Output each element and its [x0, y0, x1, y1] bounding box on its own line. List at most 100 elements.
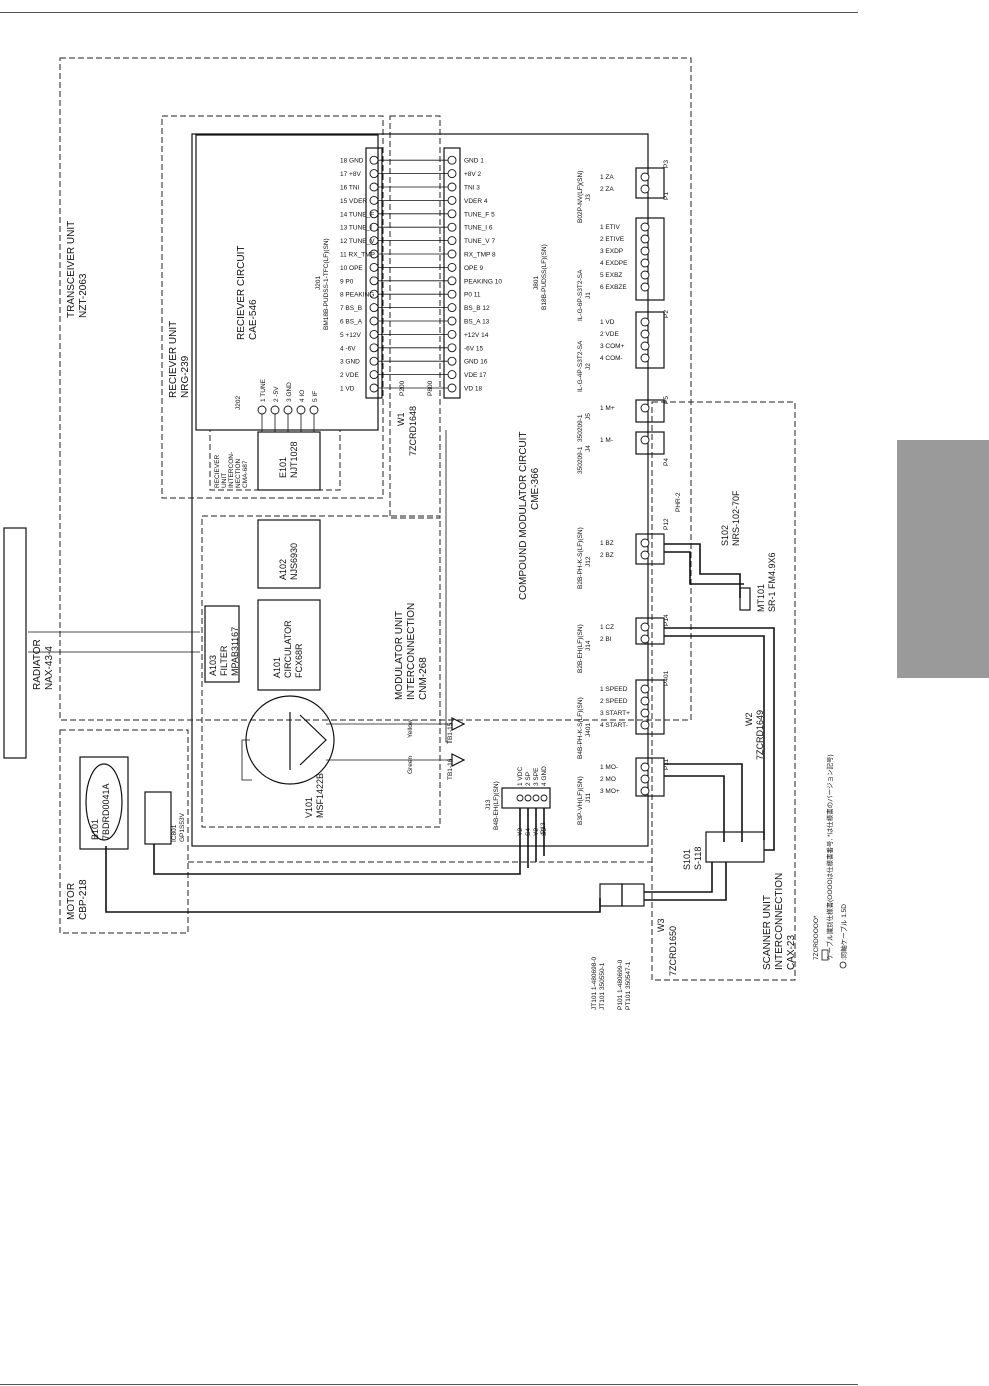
- e101-ref: E101: [278, 457, 288, 478]
- j12-model: B2B-PH-K-S(LF)(SN): [577, 527, 584, 589]
- mt101-box: [739, 587, 751, 611]
- j201-pin: [369, 356, 379, 366]
- j13-wire-tag: S3: [541, 828, 548, 836]
- section-tab: [897, 440, 989, 678]
- j202-pin-label: 1 TUNE: [260, 378, 267, 402]
- j5-box: [635, 399, 665, 423]
- plug-label: PHR-2: [675, 492, 682, 512]
- jt101b-label: JT101 350550-1: [599, 962, 606, 1010]
- j12-pin: [640, 538, 650, 548]
- j201-pin-label: 17 +8V: [340, 171, 361, 178]
- j2-pin-label: 1 VD: [600, 319, 615, 326]
- a103-ref: A103: [208, 655, 218, 676]
- ic801-model: GP1S53V: [179, 812, 186, 842]
- j202-ref: J202: [235, 396, 242, 410]
- b101-ellipse: [85, 763, 123, 841]
- j801-pin-label: -6V 15: [464, 345, 484, 352]
- tb1-15-arrow: [451, 717, 466, 731]
- legend-line-2: ケーブル識別仕様書(OOOOは仕様書番号, *は仕様書のバージョン記号): [825, 754, 834, 960]
- jt101-box: [599, 883, 623, 907]
- j201-pin-label: 10 OPE: [340, 265, 363, 272]
- a103-name: FILTER: [219, 645, 229, 676]
- j1-pin: [640, 222, 650, 232]
- j5-model: 350209-1: [577, 414, 584, 442]
- w3-model: 7ZCRD1650: [668, 926, 678, 976]
- bottom-rule: [0, 1384, 858, 1385]
- j202-pin-label: 2 -5V: [273, 386, 280, 402]
- j401-pin-label: 4 START-: [600, 722, 628, 729]
- motor-boundary: [59, 729, 189, 934]
- rx-ic-line2: UNIT: [221, 473, 228, 488]
- j12-pin: [640, 550, 650, 560]
- legend-line-3: :同軸ケーブル 1.5D: [839, 904, 848, 960]
- s101-ref: S101: [682, 849, 692, 870]
- j201-pin: [369, 195, 379, 205]
- j202-terminal: [296, 405, 306, 415]
- j801-pin-label: PEAKING 10: [464, 278, 502, 285]
- j3-pin-label: 1 ZA: [600, 174, 614, 181]
- j401-pin: [640, 684, 650, 694]
- plug-label: P200: [399, 380, 406, 396]
- j14-pin: [640, 634, 650, 644]
- j3-box: [635, 167, 665, 199]
- j3-model: B02P-NV(LF)(SN): [577, 171, 584, 223]
- a103-model: MPAB31167: [230, 627, 240, 676]
- j801-pin-label: P0 11: [464, 292, 481, 299]
- j801-pin-label: BS_A 13: [464, 319, 490, 326]
- j201-strip: [365, 147, 383, 399]
- j201-pin-label: 2 VDE: [340, 372, 359, 379]
- s101-box: [705, 831, 765, 863]
- j11-pin-label: 3 MO+: [600, 788, 620, 795]
- j201-pin-label: 18 GND: [340, 158, 364, 165]
- j202-terminal: [270, 405, 280, 415]
- s102-ref: S102: [720, 525, 730, 546]
- j12-pin-label: 2 BZ: [600, 552, 614, 559]
- compound-model: CME-366: [530, 467, 541, 510]
- j2-pin: [640, 329, 650, 339]
- j1-pin-label: 1 ETIV: [600, 224, 621, 231]
- j12-ref: J12: [585, 556, 592, 567]
- wire-color-1: Yellow: [407, 719, 414, 738]
- j13-pin-label: 2 SP: [525, 772, 532, 786]
- pt101-label: PT101 350547-1: [625, 961, 632, 1010]
- j4-ref: J4: [585, 445, 592, 452]
- j2-pin-label: 4 COM-: [600, 355, 623, 362]
- j201-pin-label: 4 -6V: [340, 345, 356, 352]
- j801-pin: [447, 236, 457, 246]
- wire-color-2: Green: [407, 756, 414, 774]
- s102-model: NRS-102-70F: [731, 490, 741, 546]
- j201-pin-label: 7 BS_B: [340, 305, 362, 312]
- j4-pin-label: 1 M-: [600, 437, 613, 444]
- w1-cable-run: [445, 430, 452, 743]
- tb-label-2: TB1-16: [447, 758, 454, 780]
- rx-ic-line4: NECTION: [235, 458, 242, 488]
- j201-pin: [369, 262, 379, 272]
- j13-model: B4B-EH(LF)(SN): [493, 781, 500, 830]
- j1-pin-label: 5 EXBZ: [600, 272, 622, 279]
- v101-arrow: [299, 714, 327, 766]
- j801-pin: [447, 249, 457, 259]
- j801-pin-label: +8V 2: [464, 171, 482, 178]
- j13-pin-label: 4 GND: [541, 766, 548, 786]
- j1-pin: [640, 258, 650, 268]
- rx-ic-line3: INTERCON-: [228, 452, 235, 488]
- j13-pin: [524, 794, 532, 802]
- j201-pin: [369, 303, 379, 313]
- compound-title: COMPOUND MODULATOR CIRCUIT: [518, 431, 529, 600]
- j14-pin-label: 2 BI: [600, 636, 612, 643]
- j801-pin-label: VDE 17: [464, 372, 487, 379]
- j401-pin-label: 2 SPEED: [600, 698, 628, 705]
- j801-pin: [447, 289, 457, 299]
- j201-pin-label: 11 RX_TMP: [340, 252, 375, 259]
- j201-pin: [369, 370, 379, 380]
- j5-pin: [640, 403, 650, 413]
- j202-terminal: [283, 405, 293, 415]
- j13-ref: J13: [485, 799, 492, 810]
- ic801-ref: IC801: [171, 824, 178, 842]
- j3-pin: [640, 184, 650, 194]
- j12-pin-label: 1 BZ: [600, 540, 614, 547]
- j11-pin-label: 2 MO: [600, 776, 616, 783]
- plug-label: P12: [663, 518, 670, 530]
